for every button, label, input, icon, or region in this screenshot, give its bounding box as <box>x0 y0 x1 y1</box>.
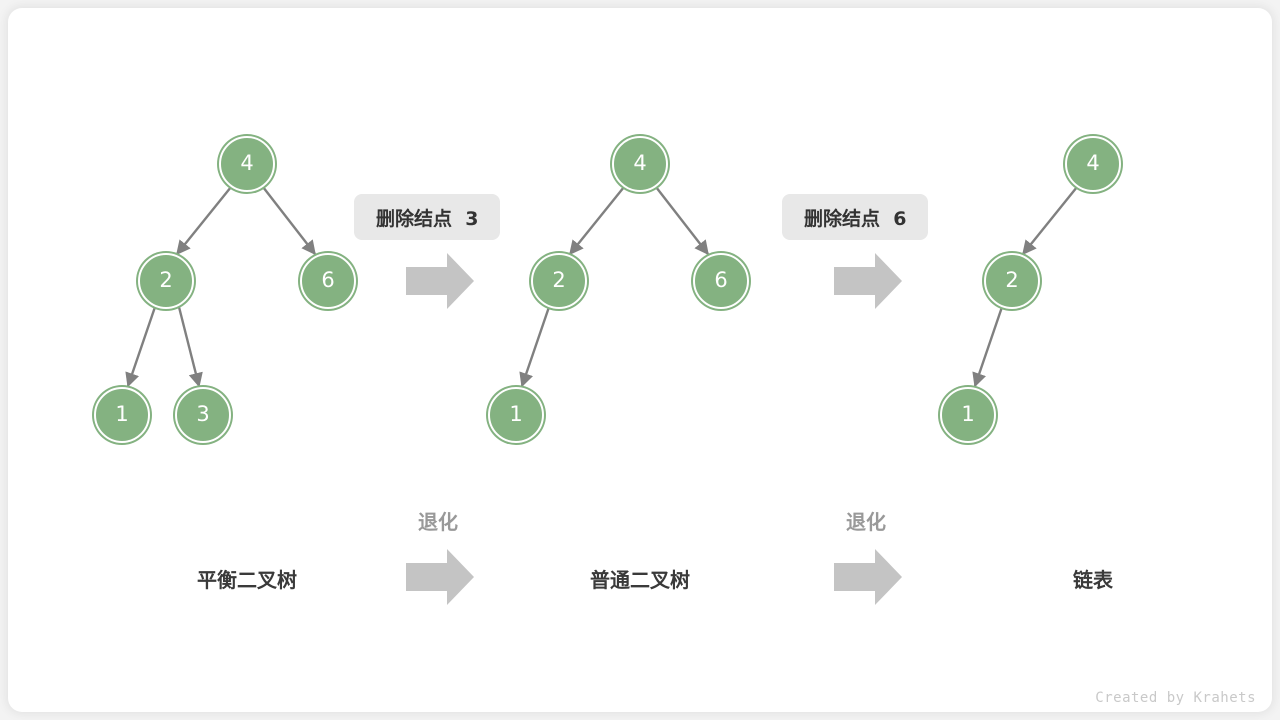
block-arrow-degrade-2 <box>834 549 902 605</box>
node-value: 1 <box>509 401 523 426</box>
edge-4-6 <box>655 186 709 256</box>
tree-node-2[interactable]: 2 <box>984 253 1040 309</box>
operation-label-delete-node-6: 删除结点 6 <box>782 194 929 240</box>
edge-2-1 <box>519 306 551 388</box>
node-value: 2 <box>159 267 173 292</box>
figure-card <box>8 8 1272 712</box>
caption-ordinary-binary-tree: 普通二叉树 <box>590 568 690 592</box>
transition-label-degrade-1: 退化 <box>418 510 458 534</box>
tree-edges-balanced <box>125 186 316 388</box>
node-value: 1 <box>115 401 129 426</box>
edge-2-3 <box>177 306 203 388</box>
block-arrow-delete-6 <box>834 253 902 309</box>
tree-edges-ordinary <box>519 186 709 388</box>
edge-4-2 <box>569 186 625 256</box>
caption-linked-list: 链表 <box>1073 568 1113 592</box>
tree-node-4[interactable]: 4 <box>1065 136 1121 192</box>
edge-4-2 <box>1022 186 1078 256</box>
node-value: 6 <box>321 267 335 292</box>
tree-node-2[interactable]: 2 <box>138 253 194 309</box>
node-value: 2 <box>1005 267 1019 292</box>
tree-node-1[interactable]: 1 <box>940 387 996 443</box>
tree-node-4[interactable]: 4 <box>612 136 668 192</box>
credit-text: Created by Krahets <box>1095 690 1256 706</box>
node-value: 4 <box>240 150 254 175</box>
tree-node-6[interactable]: 6 <box>693 253 749 309</box>
block-arrow-delete-3 <box>406 253 474 309</box>
node-value: 4 <box>1086 150 1100 175</box>
node-value: 1 <box>961 401 975 426</box>
tree-node-1[interactable]: 1 <box>94 387 150 443</box>
edge-2-1 <box>125 306 157 388</box>
node-value: 3 <box>196 401 210 426</box>
caption-balanced-binary-tree: 平衡二叉树 <box>197 568 297 592</box>
edge-4-6 <box>262 186 316 256</box>
edge-2-1 <box>972 306 1004 388</box>
transition-label-degrade-2: 退化 <box>846 510 886 534</box>
tree-edges-list <box>972 186 1078 388</box>
tree-node-3[interactable]: 3 <box>175 387 231 443</box>
tree-node-6[interactable]: 6 <box>300 253 356 309</box>
operation-label-delete-node-3: 删除结点 3 <box>354 194 501 240</box>
tree-node-2[interactable]: 2 <box>531 253 587 309</box>
node-value: 4 <box>633 150 647 175</box>
block-arrow-degrade-1 <box>406 549 474 605</box>
node-value: 6 <box>714 267 728 292</box>
tree-node-1[interactable]: 1 <box>488 387 544 443</box>
edge-4-2 <box>176 186 232 256</box>
node-value: 2 <box>552 267 566 292</box>
tree-node-4[interactable]: 4 <box>219 136 275 192</box>
